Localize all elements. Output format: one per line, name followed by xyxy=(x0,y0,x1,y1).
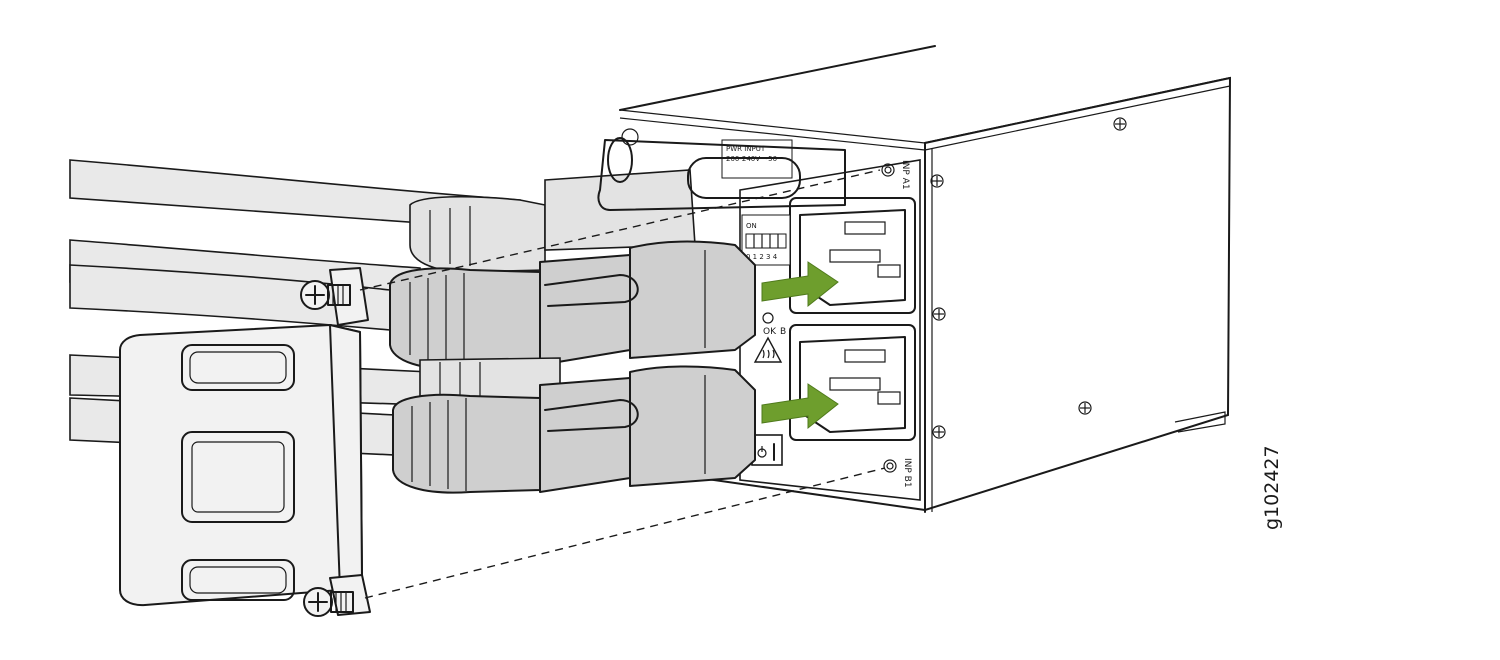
input-a-label: INP A1 xyxy=(900,160,910,190)
insert-arrow-icon xyxy=(761,383,839,430)
alignment-guides xyxy=(359,169,886,599)
led-ok-label: OK xyxy=(763,327,777,337)
screw-icon[interactable] xyxy=(300,280,351,310)
dip-switch-block[interactable]: ON 0 1 2 3 4 xyxy=(741,214,791,266)
switch-numbers: 0 1 2 3 4 xyxy=(746,253,778,261)
background-plug-upper xyxy=(409,128,846,273)
power-cord-a[interactable] xyxy=(69,240,756,370)
figure-id: g102427 xyxy=(1261,445,1283,530)
switch-on-label: ON xyxy=(746,222,757,230)
led-b-label: B xyxy=(780,327,786,337)
screw-icon[interactable] xyxy=(303,587,354,617)
cord-retainer-bracket[interactable] xyxy=(119,267,371,616)
input-b-label: INP B1 xyxy=(902,458,912,488)
insert-arrow-icon xyxy=(761,261,839,308)
screw-icon xyxy=(930,117,1127,439)
power-switch-icon[interactable] xyxy=(751,434,783,466)
hot-surface-warning-icon xyxy=(753,336,783,363)
power-input-label: PWR INPUT xyxy=(726,145,766,153)
